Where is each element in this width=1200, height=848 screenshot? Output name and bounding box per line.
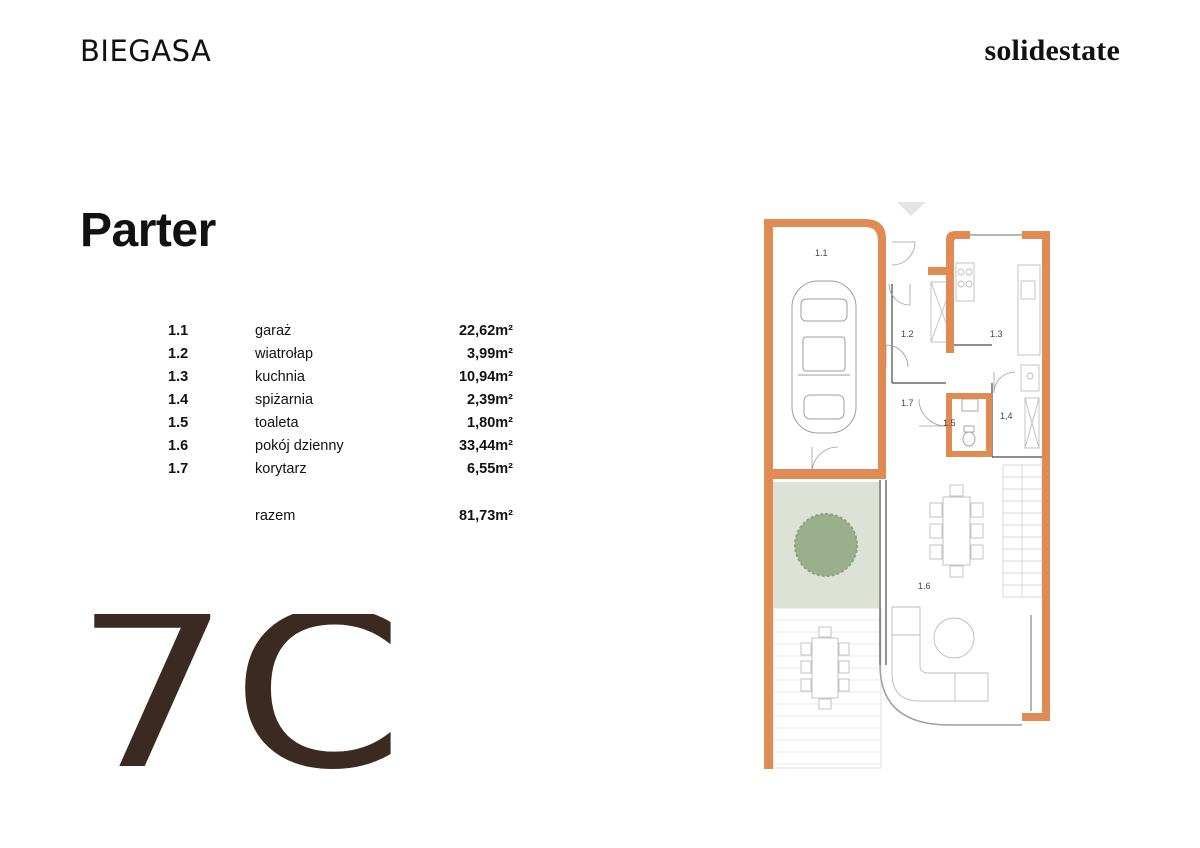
entrance-arrow-icon [897, 202, 926, 216]
unit-code: 7C [80, 614, 404, 774]
room-row: 1.3 kuchnia 10,94m² [168, 366, 513, 389]
dining-table-icon [929, 484, 984, 578]
room-number: 1.2 [168, 346, 189, 362]
room-row: 1.5 toaleta 1,80m² [168, 412, 513, 435]
plan-label-1-5: 1.5 [943, 418, 956, 428]
room-area: 6,55m² [467, 461, 513, 477]
room-area: 10,94m² [458, 369, 513, 385]
room-name: korytarz [255, 461, 307, 477]
room-area: 1,80m² [467, 415, 513, 431]
room-name: garaż [255, 323, 292, 339]
room-number: 1.4 [168, 392, 189, 408]
biegasa-logo: BIEGASA [80, 34, 212, 68]
room-name: wiatrołap [255, 346, 314, 362]
room-name: pokój dzienny [255, 438, 344, 454]
plan-label-1-6: 1.6 [918, 581, 931, 591]
room-number: 1.1 [168, 323, 189, 339]
room-list: 1.1 garaż 22,62m² 1.2 wiatrołap 3,99m² 1… [168, 320, 513, 528]
room-number: 1.6 [168, 438, 189, 454]
room-area: 33,44m² [458, 438, 513, 454]
plan-label-1-4: 1,4 [1000, 411, 1013, 421]
room-area: 2,39m² [467, 392, 513, 408]
room-name: toaleta [255, 415, 299, 431]
room-number: 1.3 [168, 369, 189, 385]
total-area: 81,73m² [458, 508, 513, 524]
room-name: kuchnia [255, 369, 305, 385]
total-label: razem [255, 508, 296, 524]
room-area: 3,99m² [467, 346, 513, 362]
plan-label-1-3: 1.3 [990, 329, 1003, 339]
room-number: 1.5 [168, 415, 189, 431]
walls [764, 219, 1050, 769]
pantry-shelves [1024, 397, 1040, 449]
floor-plan: 1.1 1.2 1.3 1,4 1.5 1.6 1.7 [764, 202, 1050, 769]
tree-icon [794, 513, 858, 577]
plan-label-1-1: 1.1 [815, 248, 828, 258]
toilet-icon [961, 398, 979, 447]
car-icon [791, 280, 857, 434]
room-row: 1.4 spiżarnia 2,39m² [168, 389, 513, 412]
plan-label-1-7: 1.7 [901, 398, 914, 408]
room-area: 22,62m² [458, 323, 513, 339]
room-name: spiżarnia [255, 392, 314, 408]
page-title: Parter [80, 204, 216, 257]
room-row: 1.2 wiatrołap 3,99m² [168, 343, 513, 366]
terrace-table-icon [800, 626, 850, 710]
unit-code-text: 7C [80, 614, 404, 774]
room-number: 1.7 [168, 461, 189, 477]
curved-glazing [879, 664, 1022, 726]
plan-label-1-2: 1.2 [901, 329, 914, 339]
solidestate-logo: solidestate [984, 34, 1120, 67]
room-row: 1.7 korytarz 6,55m² [168, 458, 513, 481]
sofa-icon [891, 606, 989, 702]
room-row: 1.6 pokój dzienny 33,44m² [168, 435, 513, 458]
stairs [1002, 464, 1043, 598]
room-row: 1.1 garaż 22,62m² [168, 320, 513, 343]
total-row: razem 81,73m² [168, 505, 513, 528]
